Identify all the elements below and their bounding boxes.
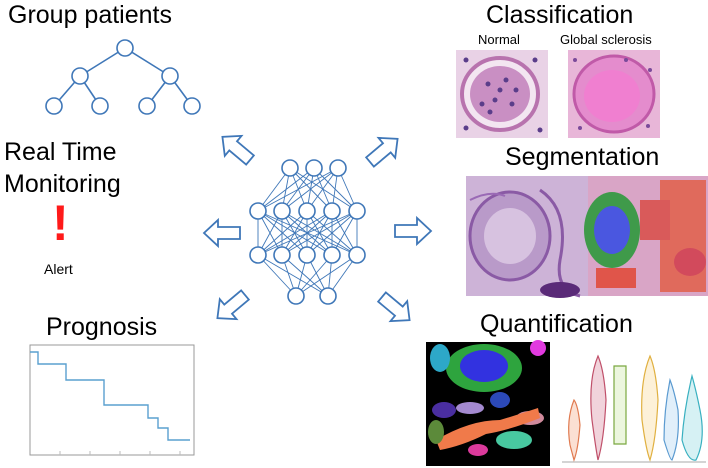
alert-label: Alert bbox=[44, 261, 73, 277]
network-edge bbox=[257, 210, 308, 256]
arrow-right bbox=[394, 215, 433, 247]
network-node bbox=[319, 287, 337, 305]
network-edge bbox=[257, 210, 358, 256]
network-node bbox=[287, 287, 305, 305]
network-node bbox=[281, 159, 299, 177]
arrow-up-right bbox=[364, 136, 399, 168]
segmentation-overlay-image bbox=[584, 176, 708, 296]
network-node bbox=[323, 202, 341, 220]
classification-title: Classification bbox=[486, 1, 634, 29]
network-node bbox=[348, 246, 366, 264]
network-edge bbox=[313, 167, 358, 212]
tree-icon bbox=[45, 39, 201, 115]
violin-plot-icon bbox=[562, 354, 706, 463]
global-sclerosis-label: Global sclerosis bbox=[560, 32, 652, 47]
network-edge bbox=[257, 167, 291, 212]
survival-curve-icon bbox=[29, 344, 195, 456]
quantification-title: Quantification bbox=[480, 310, 633, 338]
alert-icon: ! bbox=[52, 195, 69, 251]
classification-sclerosis-image bbox=[568, 50, 660, 138]
network-edge bbox=[281, 210, 358, 256]
network-node bbox=[305, 159, 323, 177]
network-node bbox=[329, 159, 347, 177]
network-node bbox=[273, 246, 291, 264]
network-edge bbox=[257, 167, 339, 212]
network-edge bbox=[295, 254, 333, 297]
network-node bbox=[348, 202, 366, 220]
network-edge bbox=[306, 210, 358, 256]
network-edge bbox=[295, 254, 358, 297]
network-edge bbox=[257, 254, 329, 297]
group-patients-title: Group patients bbox=[8, 1, 172, 29]
network-node bbox=[298, 246, 316, 264]
network-edge bbox=[257, 210, 333, 256]
arrow-left bbox=[202, 217, 241, 249]
network-node bbox=[273, 202, 291, 220]
network-edge bbox=[257, 254, 297, 297]
segmentation-raw-image bbox=[466, 176, 588, 298]
normal-label: Normal bbox=[478, 32, 520, 47]
network-edge bbox=[257, 167, 315, 212]
arrow-up-left bbox=[221, 134, 256, 166]
network-edge bbox=[281, 254, 329, 297]
network-edge bbox=[289, 167, 358, 212]
arrow-down-left bbox=[216, 289, 251, 321]
neural-network-icon bbox=[249, 159, 366, 305]
network-edge bbox=[306, 167, 339, 212]
arrow-down-right bbox=[376, 291, 411, 323]
network-node bbox=[249, 246, 267, 264]
network-edge bbox=[289, 167, 333, 212]
network-edge bbox=[281, 167, 339, 212]
network-node bbox=[298, 202, 316, 220]
arrow-icon bbox=[202, 134, 433, 323]
prognosis-title: Prognosis bbox=[46, 313, 158, 341]
quantification-map-image bbox=[426, 340, 550, 466]
monitoring-title-line1: Real Time bbox=[4, 138, 117, 166]
network-node bbox=[249, 202, 267, 220]
network-node bbox=[323, 246, 341, 264]
segmentation-title: Segmentation bbox=[505, 143, 660, 171]
classification-normal-image bbox=[456, 50, 548, 138]
monitoring-title-line2: Monitoring bbox=[4, 170, 121, 198]
